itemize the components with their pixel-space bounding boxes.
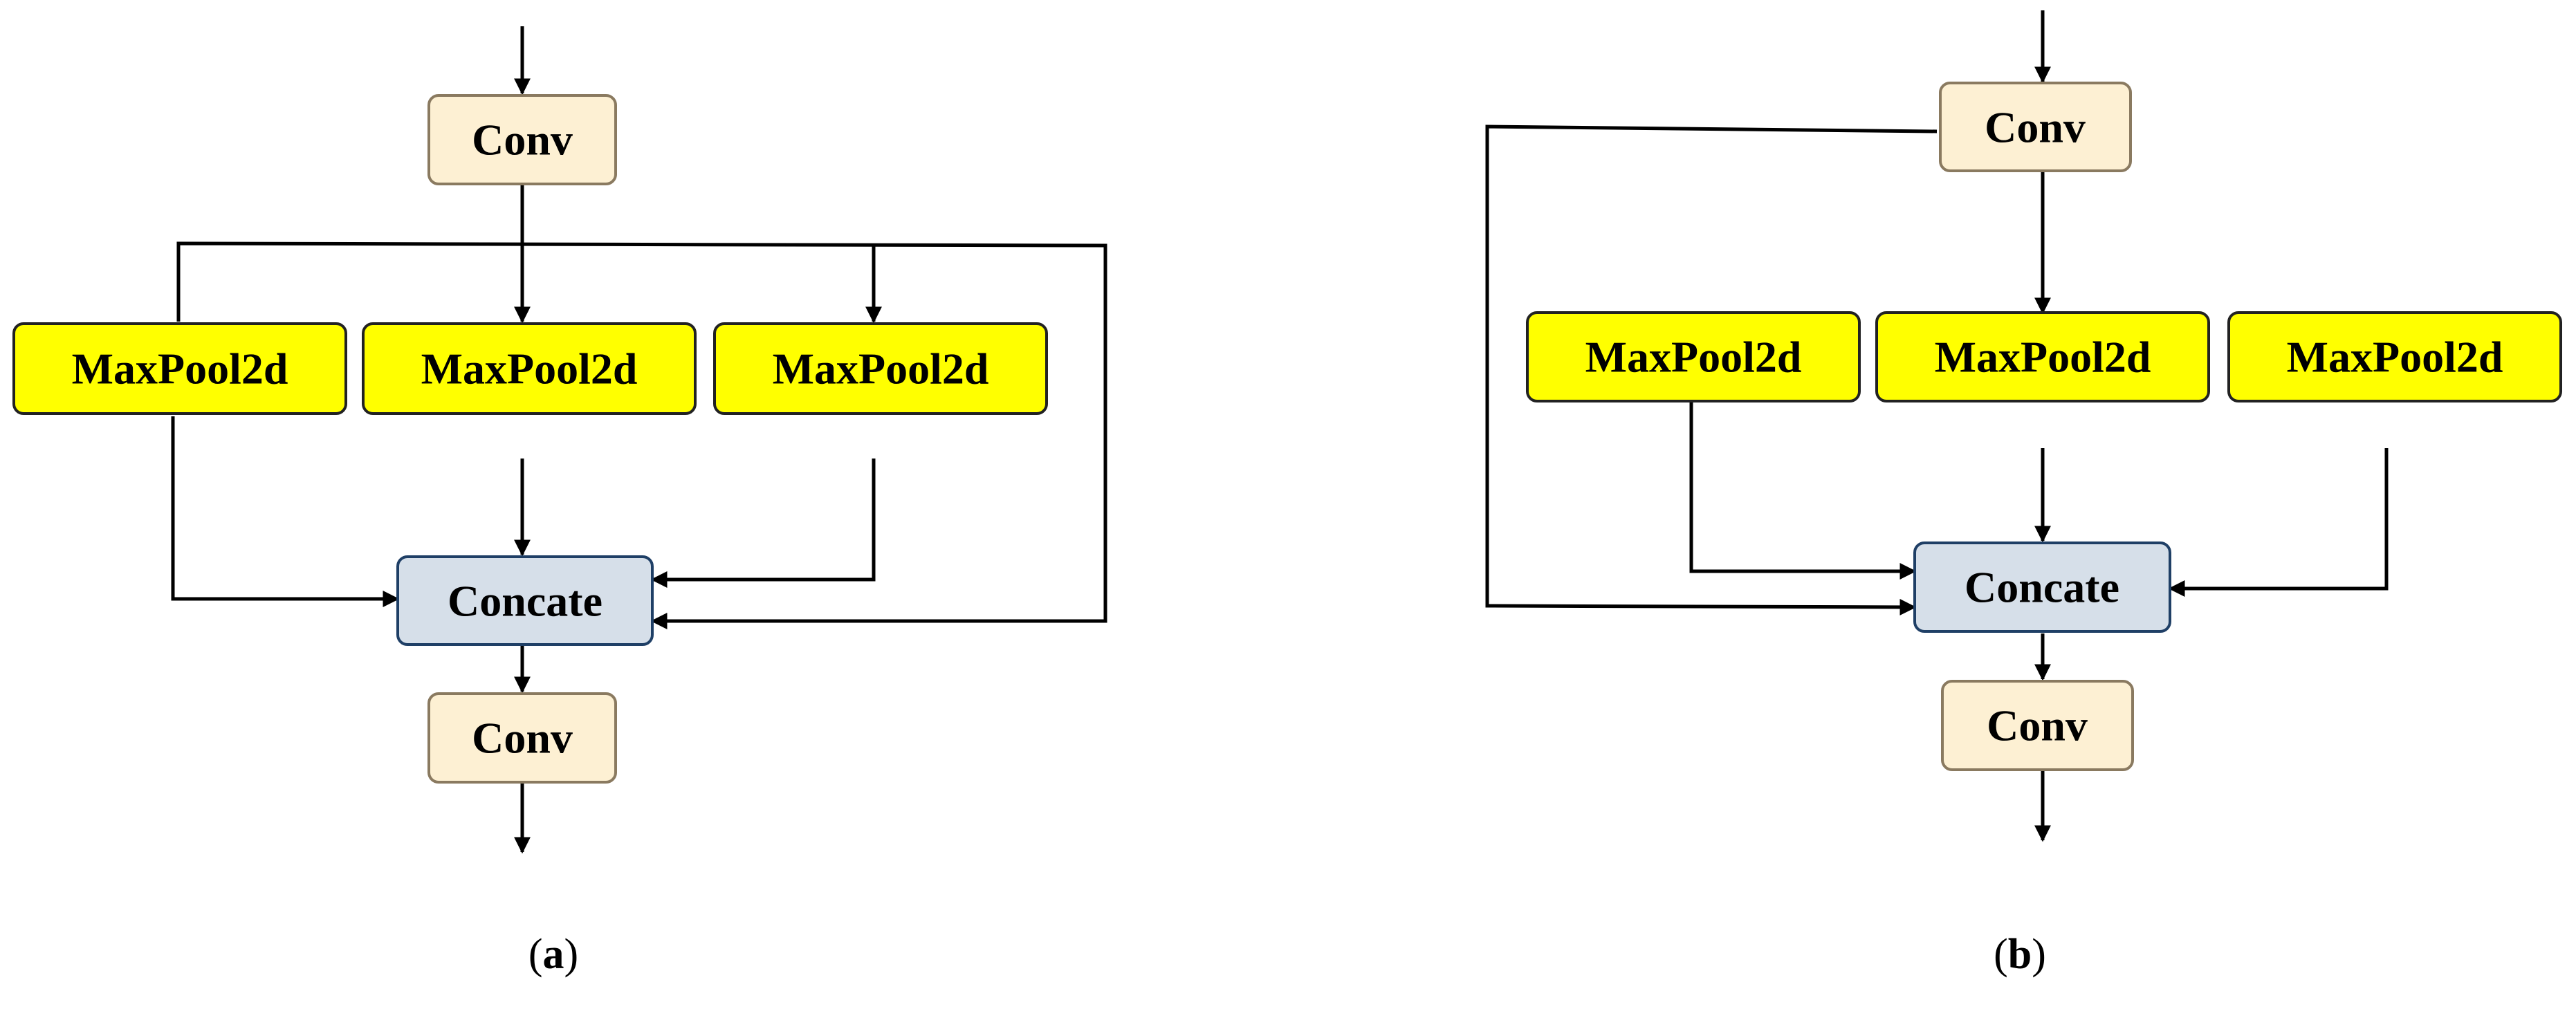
conv-label-a-bottom: Conv: [472, 714, 573, 763]
maxpool-box-a-1: [12, 322, 347, 415]
maxpool-label-b-2: MaxPool2d: [1935, 333, 2151, 382]
edge-a-pool3-to-concat: [650, 459, 876, 588]
maxpool-box-b-3: [2227, 311, 2562, 402]
maxpool-label-b-3: MaxPool2d: [2287, 333, 2503, 382]
conv-box-b-bottom: [1941, 680, 2134, 771]
conv-label-b-bottom: Conv: [1987, 701, 2088, 750]
conv-box-a-top: [427, 94, 617, 185]
concate-box-a: [396, 555, 654, 646]
maxpool-label-a-1: MaxPool2d: [72, 344, 288, 394]
maxpool-box-a-3: [713, 322, 1048, 415]
edge-b-pool3-to-concat: [2168, 448, 2389, 597]
diagram-a-edges: [171, 26, 1107, 854]
concate-box-b: [1913, 541, 2171, 633]
maxpool-box-b-1: [1526, 311, 1861, 402]
concate-label-a: Concate: [448, 577, 602, 626]
maxpool-box-a-2: [362, 322, 697, 415]
edge-b-pool1-to-concat: [1689, 402, 1917, 580]
maxpool-label-a-3: MaxPool2d: [773, 344, 989, 394]
conv-label-a-top: Conv: [472, 115, 573, 165]
diagram-b: Conv MaxPool2d MaxPool2d MaxPool2d Conca…: [1485, 10, 2562, 978]
edge-b-skip-to-concat: [1485, 124, 1938, 615]
conv-label-b-top: Conv: [1985, 103, 2086, 152]
concate-label-b: Concate: [1965, 563, 2119, 612]
diagram-a: Conv MaxPool2d MaxPool2d MaxPool2d Conca…: [12, 26, 1107, 978]
maxpool-box-b-2: [1875, 311, 2210, 402]
edge-a-pool1-to-concat: [171, 416, 400, 607]
maxpool-label-b-1: MaxPool2d: [1585, 333, 1802, 382]
conv-box-b-top: [1939, 82, 2132, 172]
diagram-b-edges: [1485, 10, 2389, 842]
caption-a: (a): [528, 931, 578, 978]
maxpool-label-a-2: MaxPool2d: [421, 344, 638, 394]
edge-a-branch-bus: [176, 241, 1107, 629]
caption-b: (b): [1994, 931, 2046, 978]
conv-box-a-bottom: [427, 692, 617, 784]
